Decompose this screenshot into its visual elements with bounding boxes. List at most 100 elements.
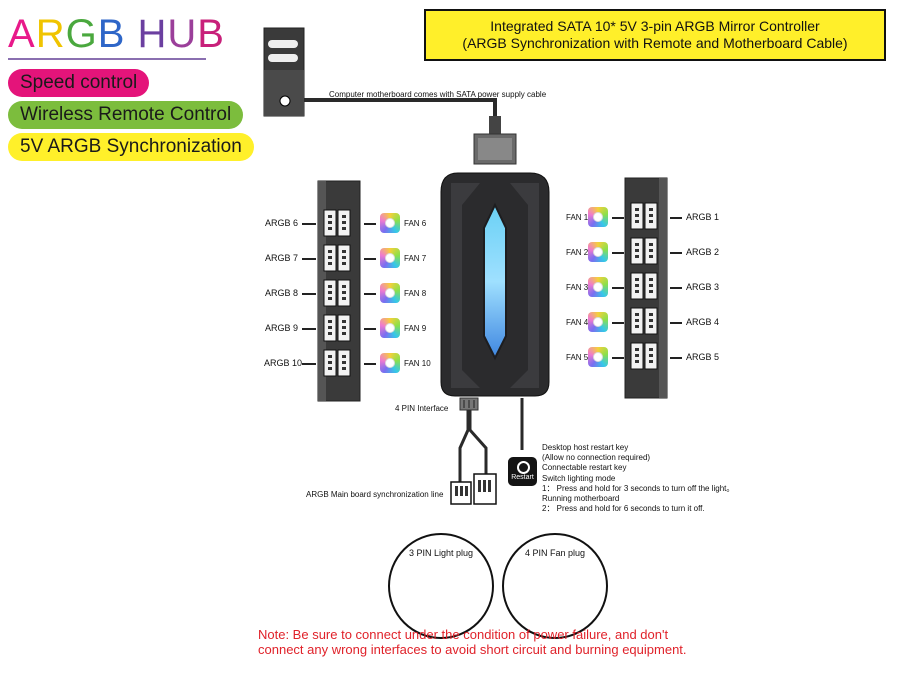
port-pin (635, 208, 639, 211)
port-pin (635, 220, 639, 223)
fan-hub (593, 212, 603, 222)
port-pin (342, 262, 346, 265)
fan-label: FAN 4 (566, 318, 589, 327)
port-pin (328, 227, 332, 230)
rgb-fan-icon (588, 312, 608, 332)
title-letter: R (35, 12, 66, 56)
brand-title: ARGB HUB (8, 12, 225, 56)
hub-controller (440, 172, 550, 397)
port-pin (635, 354, 639, 357)
rgb-fan-icon (380, 213, 400, 233)
port-pin (328, 285, 332, 288)
port-pin (635, 325, 639, 328)
fan-label: FAN 10 (404, 359, 431, 368)
fan-hub (593, 282, 603, 292)
port-pin (635, 360, 639, 363)
argb-port-label: ARGB 4 (686, 317, 720, 327)
port-pin (328, 355, 332, 358)
restart-line: 1： Press and hold for 3 seconds to turn … (542, 483, 735, 493)
feature-argb-sync: 5V ARGB Synchronization (8, 133, 254, 161)
port-pin (635, 278, 639, 281)
leader-line (364, 223, 376, 225)
leader-line (612, 357, 624, 359)
port-pin (649, 249, 653, 252)
fan-hub (385, 253, 395, 263)
port-pin (328, 297, 332, 300)
sata-cable-note: Computer motherboard comes with SATA pow… (329, 90, 547, 99)
three-pin-light-plug-label: 3 PIN Light plug (408, 548, 474, 558)
fan-label: FAN 7 (404, 254, 427, 263)
argb-port-label: ARGB 10 (264, 358, 303, 368)
fan-label: FAN 8 (404, 289, 427, 298)
warning-note: Note: Be sure to connect under the condi… (258, 627, 778, 657)
hub-input-connector (473, 116, 517, 165)
fan-label: FAN 5 (566, 353, 589, 362)
leader-line (364, 328, 376, 330)
port-pin (649, 255, 653, 258)
four-pin-cable (450, 397, 497, 505)
leader-line (364, 363, 376, 365)
restart-line: (Allow no connection required) (542, 453, 651, 463)
fan-hub (593, 352, 603, 362)
fan-label: FAN 1 (566, 213, 589, 222)
rgb-fan-icon (588, 277, 608, 297)
leader-line (670, 357, 682, 359)
fan-hub (385, 323, 395, 333)
port-pin (342, 215, 346, 218)
leader-line (670, 287, 682, 289)
port-pin (635, 243, 639, 246)
rgb-fan-icon (588, 207, 608, 227)
title-letter: G (65, 12, 98, 56)
port-pin (649, 243, 653, 246)
fan-hub (593, 247, 603, 257)
sata-cable (304, 98, 497, 118)
restart-line: 2： Press and hold for 6 seconds to turn … (542, 504, 705, 514)
port-pin (342, 332, 346, 335)
argb-port-label: ARGB 8 (264, 288, 298, 298)
port-pin (342, 250, 346, 253)
fan-hub (385, 218, 395, 228)
restart-line: Running motherboard (542, 494, 620, 504)
power-icon (517, 461, 530, 474)
fan-hub (593, 317, 603, 327)
port-pin (328, 215, 332, 218)
leader-line (612, 252, 624, 254)
fan-label: FAN 6 (404, 219, 427, 228)
fan-label: FAN 3 (566, 283, 589, 292)
port-pin (328, 361, 332, 364)
port-pin (649, 284, 653, 287)
leader-line (302, 258, 316, 260)
port-pin (635, 319, 639, 322)
title-letter: H (137, 12, 168, 56)
port-pin (328, 262, 332, 265)
restart-line: Desktop host restart key (542, 443, 629, 452)
port-pin (635, 348, 639, 351)
argb-port-label: ARGB 9 (264, 323, 298, 333)
port-pin (342, 361, 346, 364)
port-pin (328, 291, 332, 294)
leader-line (364, 293, 376, 295)
port-pin (635, 214, 639, 217)
port-pin (342, 221, 346, 224)
port-pin (328, 326, 332, 329)
restart-line: Switch lighting mode (542, 473, 616, 483)
leader-line (670, 322, 682, 324)
leader-line (302, 328, 316, 330)
port-pin (328, 320, 332, 323)
port-pin (649, 278, 653, 281)
port-pin (328, 256, 332, 259)
title-letter: U (167, 12, 198, 56)
port-pin (649, 290, 653, 293)
title-underline (8, 58, 206, 60)
port-pin (649, 354, 653, 357)
port-pin (342, 285, 346, 288)
sync-line-label: ARGB Main board synchronization line (306, 490, 444, 499)
fan-label: FAN 9 (404, 324, 427, 333)
port-pin (649, 319, 653, 322)
leader-line (302, 293, 316, 295)
argb-port-label: ARGB 6 (264, 218, 298, 228)
leader-line (670, 252, 682, 254)
leader-line (612, 322, 624, 324)
feature-speed-control: Speed control (8, 69, 150, 97)
